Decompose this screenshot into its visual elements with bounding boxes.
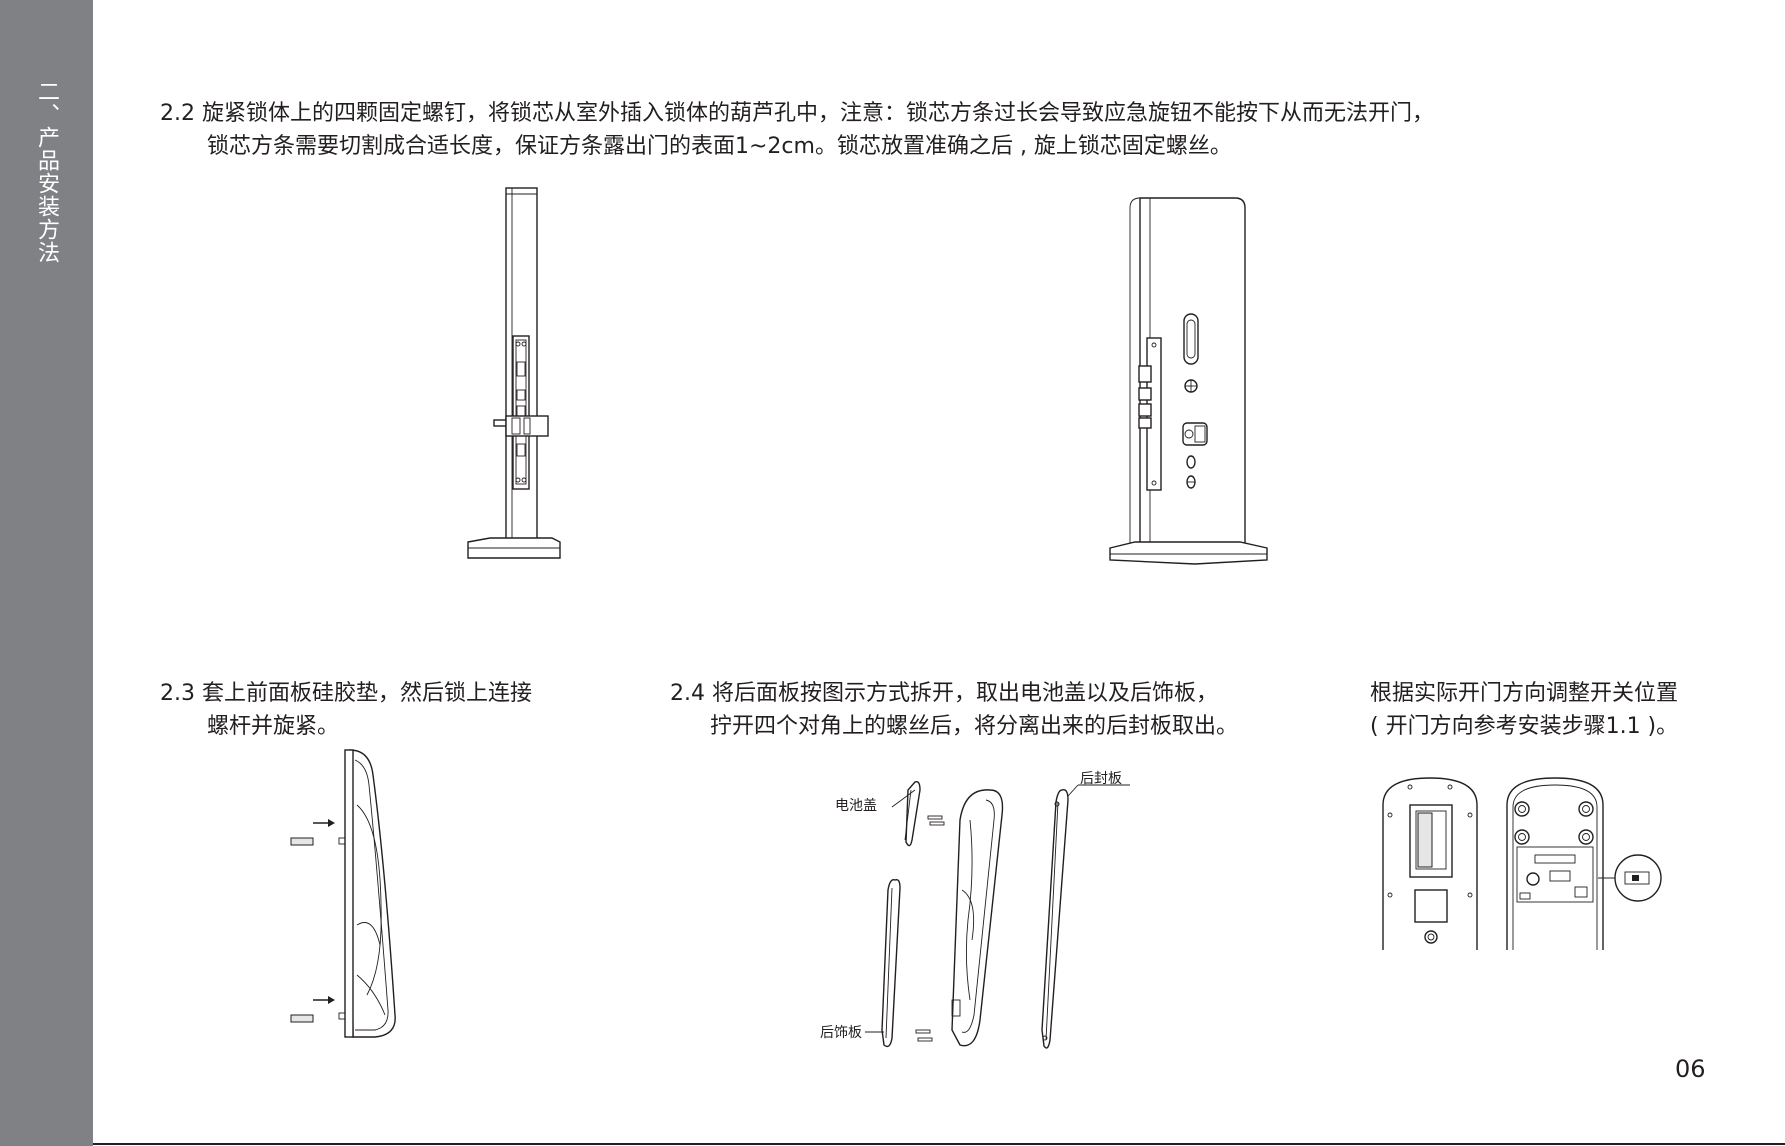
rear-panel-exploded-illustration — [800, 760, 1140, 1064]
bottom-rule — [93, 1143, 1785, 1145]
label-rear-trim: 后饰板 — [820, 1025, 862, 1041]
step-2-2-line-1: 2.2 旋紧锁体上的四颗固定螺钉，将锁芯从室外插入锁体的葫芦孔中，注意：锁芯方条… — [160, 101, 1434, 126]
label-battery-cover: 电池盖 — [835, 798, 877, 814]
switch-step-line-1: 根据实际开门方向调整开关位置 — [1370, 681, 1679, 706]
step-2-3-line-1: 2.3 套上前面板硅胶垫，然后锁上连接 — [160, 681, 532, 706]
lock-body-front-illustration — [1095, 190, 1275, 574]
step-2-3-line-2: 螺杆并旋紧。 — [207, 714, 340, 739]
step-2-2-line-2: 锁芯方条需要切割成合适长度，保证方条露出门的表面1~2cm。锁芯放置准确之后 ,… — [207, 134, 1232, 159]
switch-position-illustration — [1380, 775, 1670, 959]
step-2-4-line-2: 拧开四个对角上的螺丝后，将分离出来的后封板取出。 — [710, 714, 1239, 739]
sidebar: 二、产品安装方法 — [0, 0, 93, 1146]
switch-step-line-2: ( 开门方向参考安装步骤1.1 )。 — [1370, 714, 1679, 739]
step-2-4-line-1: 2.4 将后面板按图示方式拆开，取出电池盖以及后饰板， — [670, 681, 1218, 706]
label-rear-seal: 后封板 — [1080, 771, 1122, 787]
page-number: 06 — [1675, 1055, 1706, 1083]
front-panel-install-illustration — [285, 745, 425, 1049]
lock-body-side-illustration — [460, 180, 580, 574]
section-title: 二、产品安装方法 — [34, 80, 59, 264]
